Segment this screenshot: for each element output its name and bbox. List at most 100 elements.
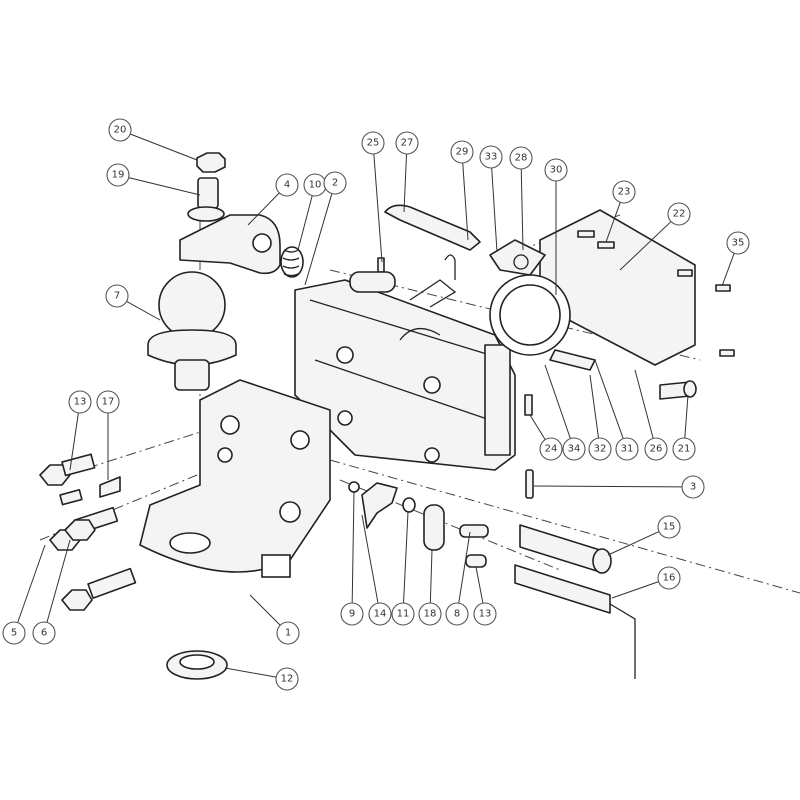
callout-circle: [612, 180, 636, 204]
callout-number: 35: [732, 238, 745, 249]
leader-line: [351, 491, 355, 604]
callout-number: 7: [114, 291, 120, 302]
callout-number: 1: [285, 628, 291, 639]
callout-number: 23: [618, 187, 631, 198]
leader-line: [304, 193, 333, 286]
callout-circle: [450, 140, 474, 164]
leader-line: [491, 167, 498, 253]
leader-line: [126, 300, 161, 321]
leader-line: [607, 531, 660, 556]
part-nut-20: [196, 152, 226, 173]
callout-number: 6: [41, 628, 47, 639]
callout-circle: [726, 231, 750, 255]
callout-number: 16: [663, 573, 676, 584]
callout-number: 22: [673, 209, 686, 220]
leader-line: [529, 414, 546, 440]
leader-line: [634, 369, 654, 439]
callout-1: 1: [249, 594, 300, 645]
callout-circle: [106, 163, 130, 187]
part-ball-7: [147, 271, 237, 391]
callout-15: 15: [607, 515, 681, 556]
part-small-parts: [348, 481, 489, 568]
callout-10: 10: [297, 173, 327, 251]
callout-number: 17: [102, 397, 115, 408]
callout-32: 32: [588, 374, 612, 461]
callout-13: 13: [473, 566, 497, 626]
callout-circle: [418, 602, 442, 626]
callout-number: 3: [690, 482, 696, 493]
callout-number: 34: [568, 444, 581, 455]
leader-line: [462, 162, 469, 241]
callout-circle: [276, 621, 300, 645]
leader-line: [130, 133, 198, 161]
part-bracket-4: [179, 214, 281, 275]
part-pin-19: [187, 177, 225, 222]
leader-line: [589, 374, 600, 439]
callout-24: 24: [529, 414, 563, 461]
callout-29: 29: [450, 140, 474, 241]
callout-31: 31: [594, 359, 639, 461]
leader-line: [611, 581, 659, 599]
callout-circle: [108, 118, 132, 142]
callout-circle: [615, 437, 639, 461]
callout-circle: [275, 173, 299, 197]
callout-34: 34: [544, 364, 586, 461]
callout-20: 20: [108, 118, 198, 161]
callout-number: 25: [367, 138, 380, 149]
callout-8: 8: [445, 531, 471, 626]
leader-line: [128, 177, 201, 196]
leader-line: [684, 394, 689, 439]
part-nut-12: [166, 650, 228, 680]
callout-circle: [2, 621, 26, 645]
callout-number: 13: [74, 397, 87, 408]
callout-19: 19: [106, 163, 201, 196]
part-bolts-left: [39, 453, 137, 611]
part-pins: [514, 469, 636, 679]
leader-line: [429, 549, 433, 604]
callout-circle: [657, 566, 681, 590]
callout-number: 4: [284, 180, 290, 191]
callout-circle: [395, 131, 419, 155]
leader-line: [458, 531, 471, 604]
callout-number: 12: [281, 674, 294, 685]
callout-circle: [562, 437, 586, 461]
leader-line: [17, 544, 46, 623]
callout-circle: [105, 284, 129, 308]
leader-line: [544, 364, 571, 439]
leader-line: [520, 168, 524, 251]
leader-line: [373, 153, 383, 263]
leader-line: [403, 153, 408, 213]
leader-line: [46, 539, 71, 623]
callout-circle: [340, 602, 364, 626]
callout-circle: [445, 602, 469, 626]
callout-12: 12: [224, 667, 299, 691]
leader-line: [224, 667, 277, 678]
callout-circle: [544, 158, 568, 182]
callout-number: 30: [550, 165, 563, 176]
callout-circle: [539, 437, 563, 461]
callout-circle: [672, 437, 696, 461]
callout-number: 8: [454, 609, 460, 620]
callout-circle: [68, 390, 92, 414]
callout-7: 7: [105, 284, 161, 321]
callout-17: 17: [96, 390, 120, 480]
callout-circle: [644, 437, 668, 461]
leader-line: [403, 511, 409, 604]
callout-4: 4: [247, 173, 299, 226]
callout-33: 33: [479, 145, 503, 253]
leader-line: [297, 195, 313, 251]
callout-circle: [509, 146, 533, 170]
part-housing-1: [139, 379, 331, 578]
callout-26: 26: [634, 369, 668, 461]
callout-circle: [96, 390, 120, 414]
callout-circle: [32, 621, 56, 645]
callout-11: 11: [391, 511, 415, 626]
leader-line: [619, 221, 672, 271]
callout-23: 23: [605, 180, 636, 243]
callout-number: 9: [349, 609, 355, 620]
leader-line: [721, 253, 735, 287]
callout-circle: [275, 667, 299, 691]
